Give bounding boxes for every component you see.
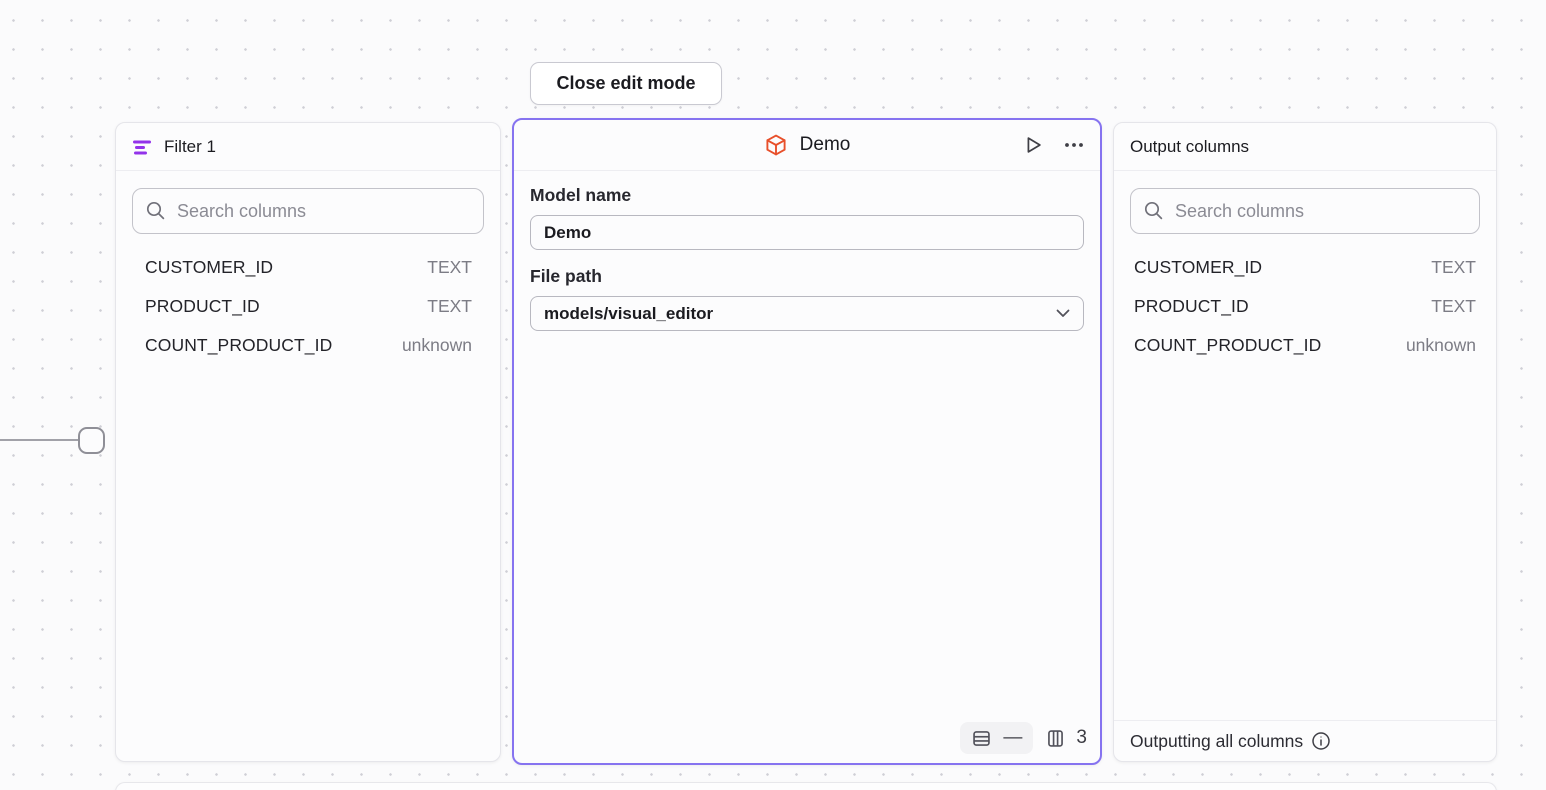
column-name: PRODUCT_ID bbox=[145, 296, 260, 316]
ellipsis-icon bbox=[1064, 142, 1084, 148]
column-row[interactable]: COUNT_PRODUCT_ID unknown bbox=[1114, 326, 1496, 365]
model-node-header[interactable]: Demo bbox=[514, 120, 1100, 171]
run-model-button[interactable] bbox=[1020, 132, 1046, 158]
column-count-indicator[interactable]: 3 bbox=[1045, 727, 1087, 749]
filter-search-input[interactable] bbox=[132, 188, 484, 234]
model-node-title: Demo bbox=[799, 134, 851, 155]
output-panel-header: Output columns bbox=[1114, 123, 1496, 171]
column-name: CUSTOMER_ID bbox=[145, 257, 274, 277]
table-rows-icon bbox=[971, 728, 992, 749]
column-type: TEXT bbox=[427, 257, 472, 277]
file-path-label: File path bbox=[530, 266, 602, 286]
column-row[interactable]: CUSTOMER_ID TEXT bbox=[116, 248, 500, 287]
column-name: COUNT_PRODUCT_ID bbox=[145, 335, 333, 355]
model-name-label: Model name bbox=[530, 185, 632, 205]
connector-edge bbox=[0, 439, 80, 441]
bottom-partial-panel[interactable] bbox=[115, 782, 1497, 790]
node-menu-button[interactable] bbox=[1062, 140, 1086, 150]
column-name: CUSTOMER_ID bbox=[1134, 257, 1263, 277]
column-type: unknown bbox=[401, 335, 472, 355]
chevron-down-icon bbox=[1056, 309, 1070, 318]
table-columns-icon bbox=[1045, 728, 1066, 749]
output-column-list: CUSTOMER_ID TEXT PRODUCT_ID TEXT COUNT_P… bbox=[1114, 244, 1496, 369]
info-icon[interactable] bbox=[1311, 731, 1331, 751]
filter-node[interactable]: Filter 1 CUSTOMER_ID TEXT PRODUCT_ID TEX… bbox=[115, 122, 501, 762]
model-name-input[interactable] bbox=[530, 215, 1084, 250]
column-row[interactable]: PRODUCT_ID TEXT bbox=[116, 287, 500, 326]
filter-node-header[interactable]: Filter 1 bbox=[116, 123, 500, 171]
file-path-select[interactable]: models/visual_editor bbox=[530, 296, 1084, 331]
filter-icon bbox=[132, 138, 152, 156]
output-panel-title: Output columns bbox=[1130, 136, 1250, 156]
column-row[interactable]: COUNT_PRODUCT_ID unknown bbox=[116, 326, 500, 365]
column-row[interactable]: PRODUCT_ID TEXT bbox=[1114, 287, 1496, 326]
file-path-value: models/visual_editor bbox=[544, 303, 714, 323]
model-cube-icon bbox=[764, 133, 788, 157]
filter-node-title: Filter 1 bbox=[164, 136, 216, 156]
close-edit-mode-button[interactable]: Close edit mode bbox=[530, 62, 722, 105]
row-count-value: — bbox=[1003, 727, 1023, 748]
column-type: TEXT bbox=[1431, 296, 1476, 316]
output-columns-panel[interactable]: Output columns CUSTOMER_ID TEXT PRODUCT_… bbox=[1113, 122, 1497, 762]
column-name: COUNT_PRODUCT_ID bbox=[1134, 335, 1322, 355]
column-name: PRODUCT_ID bbox=[1134, 296, 1249, 316]
column-type: unknown bbox=[1405, 335, 1476, 355]
filter-column-list: CUSTOMER_ID TEXT PRODUCT_ID TEXT COUNT_P… bbox=[116, 244, 500, 369]
output-panel-footer: Outputting all columns bbox=[1114, 720, 1496, 761]
outputting-all-columns-text: Outputting all columns bbox=[1130, 730, 1304, 751]
row-count-toggle[interactable]: — bbox=[960, 722, 1034, 754]
column-row[interactable]: CUSTOMER_ID TEXT bbox=[1114, 248, 1496, 287]
column-type: TEXT bbox=[1431, 257, 1476, 277]
connector-handle[interactable] bbox=[78, 427, 105, 454]
play-icon bbox=[1022, 134, 1044, 156]
column-type: TEXT bbox=[427, 296, 472, 316]
column-count-value: 3 bbox=[1076, 727, 1087, 748]
model-node[interactable]: Demo Model name File path bbox=[512, 118, 1102, 765]
output-search-input[interactable] bbox=[1130, 188, 1480, 234]
